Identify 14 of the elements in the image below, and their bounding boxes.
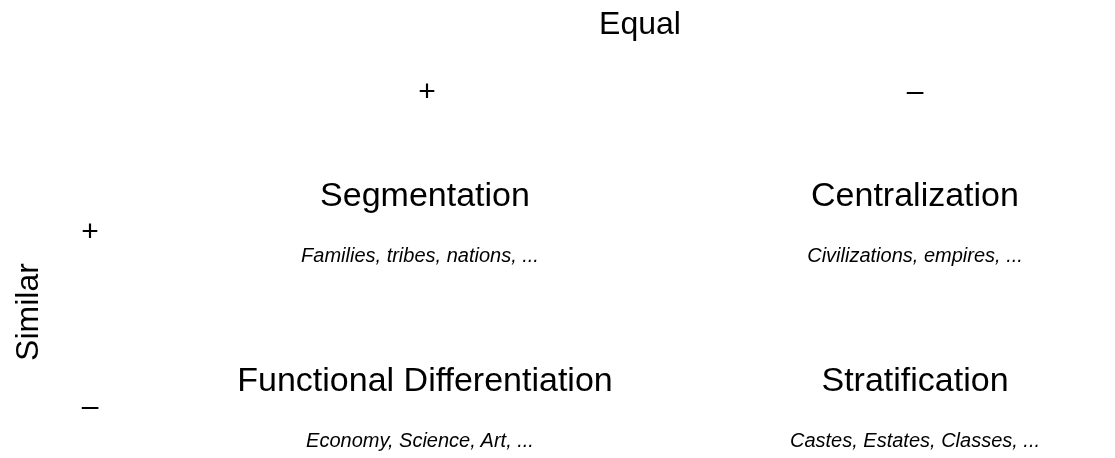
quadrant-examples: Families, tribes, nations, ...	[301, 244, 539, 266]
quadrant-title: Segmentation	[320, 176, 530, 214]
axis-title: Similar	[10, 263, 46, 361]
axis-sign: +	[81, 213, 99, 247]
axis-sign: –	[906, 73, 924, 107]
quadrant-title: Stratification	[821, 361, 1009, 399]
axis-sign: +	[418, 73, 436, 107]
axis-sign: –	[81, 388, 99, 422]
quadrant-title: Centralization	[811, 176, 1019, 214]
quadrant-examples: Castes, Estates, Classes, ...	[789, 429, 1041, 451]
quadrant-examples: Economy, Science, Art, ...	[306, 429, 534, 451]
quadrant-examples: Civilizations, empires, ...	[807, 244, 1023, 266]
axis-title: Equal	[599, 6, 681, 42]
quadrant-title: Functional Differentiation	[237, 361, 613, 399]
